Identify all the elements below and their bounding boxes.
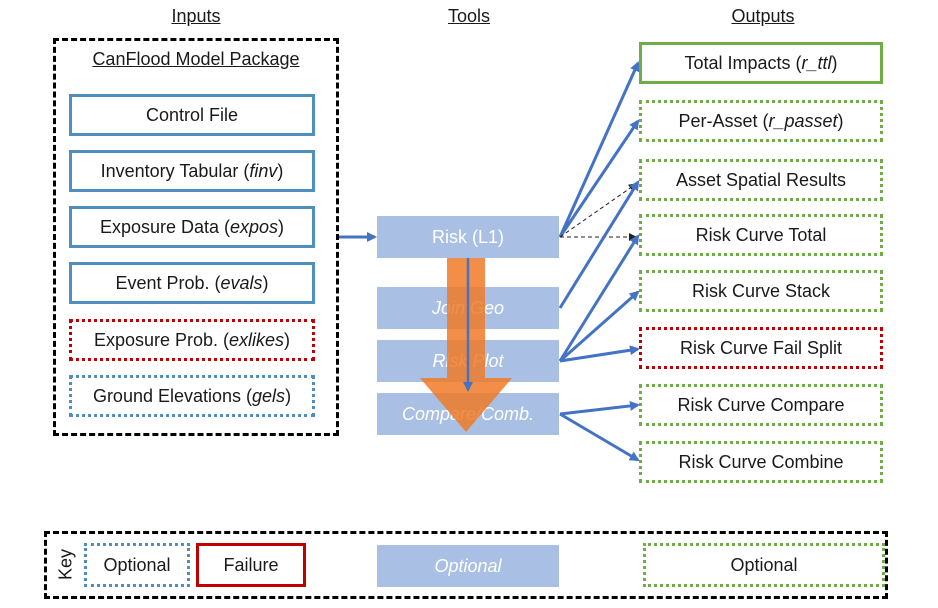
output-risk-curve-fail-split-label: Risk Curve Fail Split [679, 337, 843, 358]
joingeo-to-spatial-arrow [558, 180, 640, 309]
tool-compare-comb: Compare/Comb. [377, 393, 559, 435]
exposure-data-label: Exposure Data (expos) [99, 216, 285, 237]
control-file-label: Control File [145, 104, 239, 125]
comp-to-combine-arrow [559, 412, 640, 462]
output-risk-curve-fail-split: Risk Curve Fail Split [639, 327, 883, 369]
output-per-asset-label: Per-Asset (r_passet) [678, 110, 844, 131]
exposure-data-box: Exposure Data (expos) [69, 206, 315, 248]
output-asset-spatial-label: Asset Spatial Results [675, 169, 847, 190]
output-asset-spatial: Asset Spatial Results [639, 159, 883, 201]
control-file-box: Control File [69, 94, 315, 136]
ground-elevations-label: Ground Elevations (gels) [92, 385, 292, 406]
output-risk-curve-total-label: Risk Curve Total [695, 224, 827, 245]
outputs-header: Outputs [731, 6, 795, 26]
plot-to-total-arrow [558, 234, 640, 362]
event-prob-label: Event Prob. (evals) [115, 272, 269, 293]
key-optional-tool: Optional [377, 545, 559, 587]
ground-elevations-box: Ground Elevations (gels) [69, 375, 315, 417]
inventory-tabular-box: Inventory Tabular (finv) [69, 150, 315, 192]
output-total-impacts-label: Total Impacts (r_ttl) [684, 52, 838, 73]
output-risk-curve-stack: Risk Curve Stack [639, 270, 883, 312]
output-risk-curve-stack-label: Risk Curve Stack [691, 280, 831, 301]
plot-to-stack-arrow [559, 290, 640, 363]
output-risk-curve-compare: Risk Curve Compare [639, 384, 883, 426]
output-total-impacts: Total Impacts (r_ttl) [639, 42, 883, 84]
exposure-prob-label: Exposure Prob. (exlikes) [93, 329, 291, 350]
exposure-prob-box: Exposure Prob. (exlikes) [69, 319, 315, 361]
key-frame [44, 531, 888, 599]
tool-risk-plot: Risk Plot [377, 340, 559, 382]
key-label: Key [55, 548, 76, 581]
output-per-asset: Per-Asset (r_passet) [639, 100, 883, 142]
inventory-tabular-label: Inventory Tabular (finv) [100, 160, 284, 181]
output-risk-curve-compare-label: Risk Curve Compare [677, 394, 845, 415]
comp-to-compare-arrow [559, 400, 640, 416]
tools-header: Tools [447, 6, 491, 26]
model-package-frame [53, 38, 339, 436]
risk-to-spatial-dashed [559, 183, 637, 238]
risk-to-total-arrow [558, 61, 640, 238]
tool-risk-l1: Risk (L1) [377, 216, 559, 258]
risk-to-perasset-arrow [558, 119, 640, 238]
key-optional-input: Optional [84, 543, 190, 587]
tool-join-geo: Join Geo [377, 287, 559, 329]
event-prob-box: Event Prob. (evals) [69, 262, 315, 304]
output-risk-curve-combine: Risk Curve Combine [639, 441, 883, 483]
inputs-header: Inputs [171, 6, 221, 26]
model-package-title: CanFlood Model Package [92, 49, 300, 69]
key-failure: Failure [196, 543, 306, 587]
plot-to-failsplit-arrow [559, 345, 640, 363]
key-optional-output: Optional [643, 543, 885, 587]
output-risk-curve-combine-label: Risk Curve Combine [678, 451, 844, 472]
output-risk-curve-total: Risk Curve Total [639, 214, 883, 256]
